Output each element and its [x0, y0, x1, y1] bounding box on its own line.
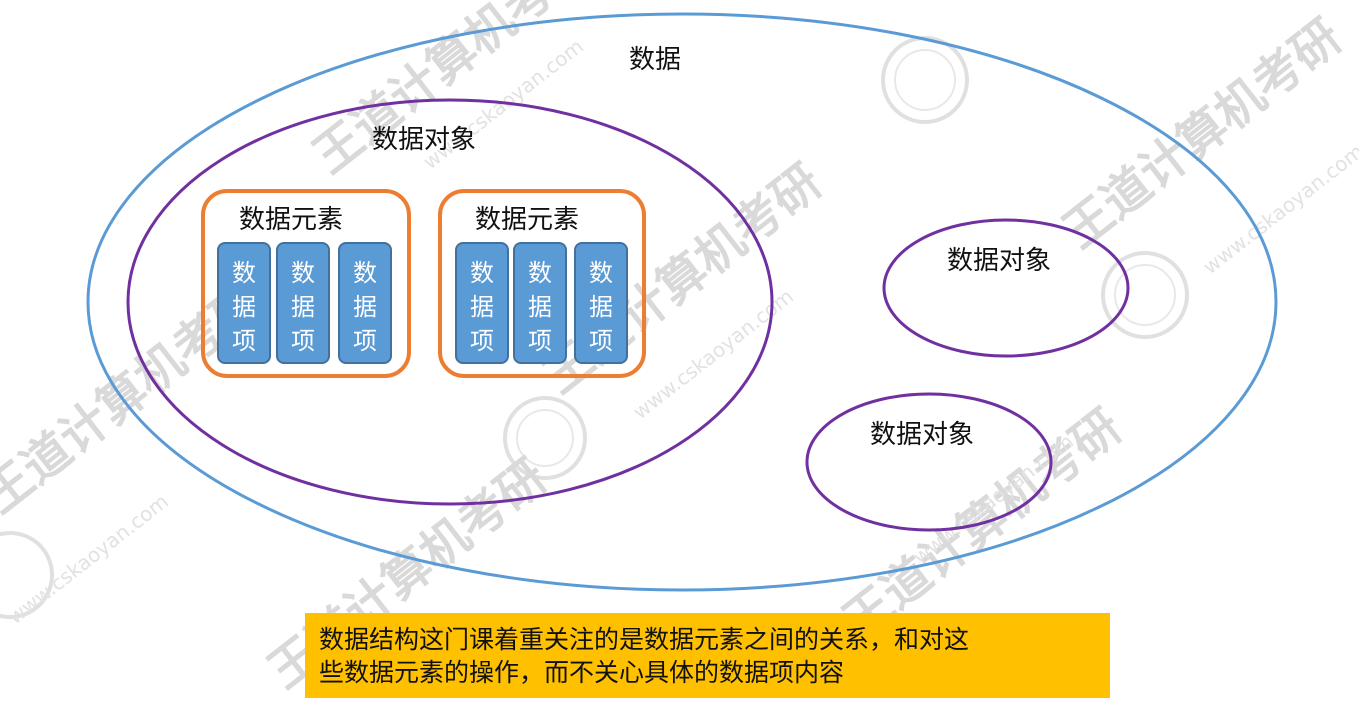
- data-item-char: 据: [470, 293, 494, 321]
- data-label: 数据: [629, 45, 681, 75]
- data-object-main-label: 数据对象: [372, 125, 476, 155]
- data-item-box: 数 据 项: [338, 242, 392, 364]
- note-line-2: 些数据元素的操作，而不关心具体的数据项内容: [319, 658, 845, 687]
- data-item-char: 据: [589, 293, 613, 321]
- data-item-char: 项: [470, 327, 494, 355]
- watermark-url: www.cskaoyan.com: [1198, 139, 1359, 279]
- data-item-char: 项: [528, 327, 552, 355]
- data-element-1: 数据元素 数 据 项 数 据 项 数 据 项: [201, 189, 411, 378]
- data-item-box: 数 据 项: [217, 242, 271, 364]
- data-object-right-top-label: 数据对象: [947, 246, 1051, 276]
- data-object-right-top-ellipse: [882, 218, 1130, 358]
- data-item-box: 数 据 项: [455, 242, 509, 364]
- note-box: 数据结构这门课着重关注的是数据元素之间的关系，和对这 些数据元素的操作，而不关心…: [305, 613, 1110, 698]
- data-item-char: 项: [232, 327, 256, 355]
- data-item-char: 项: [353, 327, 377, 355]
- data-item-char: 数: [470, 259, 494, 287]
- watermark-text: 王道计算机考研: [1053, 8, 1352, 259]
- data-item-char: 数: [232, 259, 256, 287]
- data-item-char: 数: [528, 259, 552, 287]
- data-element-label: 数据元素: [475, 205, 579, 235]
- data-item-char: 数: [589, 259, 613, 287]
- data-item-box: 数 据 项: [513, 242, 567, 364]
- data-element-box: [201, 189, 411, 378]
- data-item-char: 据: [528, 293, 552, 321]
- data-item-char: 据: [353, 293, 377, 321]
- data-object-right-bottom-ellipse: [805, 392, 1053, 532]
- data-item-box: 数 据 项: [574, 242, 628, 364]
- data-element-box: [438, 189, 646, 378]
- data-item-char: 数: [353, 259, 377, 287]
- data-item-char: 项: [589, 327, 613, 355]
- note-line-1: 数据结构这门课着重关注的是数据元素之间的关系，和对这: [319, 625, 970, 654]
- watermark-url: www.cskaoyan.com: [3, 489, 173, 629]
- watermark-logo-icon: [0, 36, 1189, 619]
- data-ellipse: [86, 12, 1278, 592]
- data-object-right-bottom-label: 数据对象: [870, 420, 974, 450]
- data-object-main-ellipse: [126, 98, 774, 506]
- data-element-2: 数据元素 数 据 项 数 据 项 数 据 项: [438, 189, 646, 378]
- data-item-char: 据: [232, 293, 256, 321]
- data-item-char: 据: [291, 293, 315, 321]
- data-item-char: 项: [291, 327, 315, 355]
- data-element-label: 数据元素: [239, 205, 343, 235]
- data-item-char: 数: [291, 259, 315, 287]
- data-item-box: 数 据 项: [276, 242, 330, 364]
